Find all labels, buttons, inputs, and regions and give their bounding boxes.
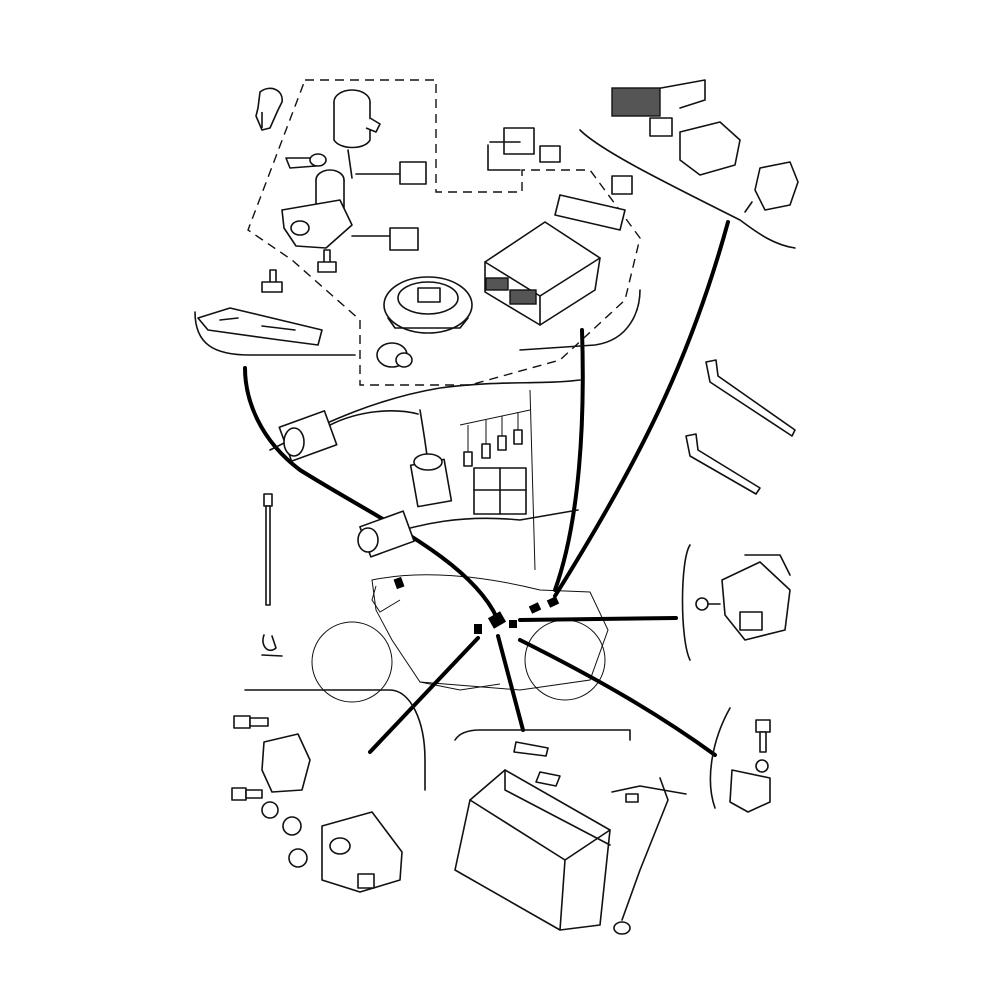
small-lock-icon [376, 342, 413, 368]
capacitor-icon [278, 410, 338, 462]
leader-lines [243, 220, 730, 757]
sensor-group [681, 544, 791, 661]
cover-plate-icon [197, 307, 323, 346]
bolt-icon [317, 249, 337, 273]
relay-group [579, 79, 799, 249]
capacitor-icon [409, 453, 453, 508]
connector-icon [487, 127, 633, 231]
battery-group [454, 729, 687, 935]
motorcycle-silhouette [311, 574, 609, 703]
relay-cover-icon [261, 733, 311, 793]
location-markers [393, 576, 560, 634]
ecu-unit-icon [484, 221, 601, 326]
bolt-icon [695, 597, 721, 611]
battery-cable-icon [611, 777, 687, 935]
fuse-box-icon [473, 467, 527, 515]
wiring-harness-group [269, 379, 581, 571]
cable-tie-icon [263, 493, 273, 606]
lock-base-icon [281, 199, 419, 251]
main-switch-icon [333, 89, 427, 185]
bolt-icon [261, 269, 283, 293]
bolt-icon [233, 715, 269, 729]
bolt-icon [755, 719, 771, 773]
battery-terminal-icon [513, 741, 561, 787]
battery-icon [454, 769, 611, 931]
cable-tie-icon [705, 359, 796, 437]
key-icon [255, 87, 283, 131]
cable-tie-icon [685, 433, 761, 495]
capacitor-icon [357, 510, 415, 558]
bolt-icon [231, 787, 263, 801]
clip-icon [261, 634, 283, 657]
ignition-ecu-group [194, 79, 641, 386]
small-relay-group [709, 707, 771, 813]
fuel-cap-icon [383, 276, 473, 334]
fuse-icon [459, 409, 531, 467]
starter-relay-icon [321, 811, 403, 893]
starter-relay-group [231, 689, 426, 893]
